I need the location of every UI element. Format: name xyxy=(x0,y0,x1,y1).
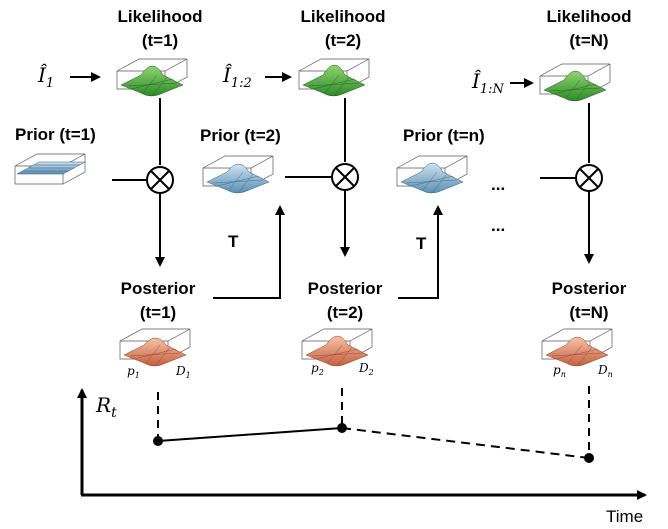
posterior-2-title: Posterior xyxy=(308,279,383,298)
prior-2-surface xyxy=(202,155,274,194)
posterior-1-title: Posterior xyxy=(121,279,196,298)
posterior-n-d: Dn xyxy=(597,363,613,379)
likelihood-1-surface xyxy=(116,58,188,97)
posterior-1-d: D1 xyxy=(175,364,191,380)
posterior-1-time: (t=1) xyxy=(140,303,176,322)
rt-point-1 xyxy=(153,436,163,446)
likelihood-2-title: Likelihood xyxy=(301,7,386,26)
posterior-2-surface xyxy=(301,328,373,367)
x-axis-label: Time xyxy=(606,507,643,526)
prior-n-label: Prior (t=n) xyxy=(403,126,485,145)
rt-point-2 xyxy=(337,423,347,433)
posterior-2-time: (t=2) xyxy=(327,303,363,322)
transition-1-label: T xyxy=(228,232,239,251)
posterior-1-p: p1 xyxy=(127,364,140,380)
multiply-n-icon xyxy=(579,168,599,188)
prior-1-label: Prior (t=1) xyxy=(15,125,96,144)
ellipsis-lower: ... xyxy=(491,216,505,235)
posterior-2-p: p2 xyxy=(311,361,324,377)
posterior-2-d: D2 xyxy=(358,361,374,377)
likelihood-n-surface xyxy=(539,63,611,102)
y-axis-label: Rt xyxy=(95,393,117,421)
posterior-n-p: pn xyxy=(553,363,566,379)
input-2-symbol: Î1:2 xyxy=(222,63,252,91)
prior-n-surface xyxy=(396,155,468,194)
likelihood-n-time: (t=N) xyxy=(569,31,608,50)
likelihood-2-surface xyxy=(298,58,370,97)
multiply-1-icon xyxy=(150,170,170,190)
posterior-n-title: Posterior xyxy=(552,279,627,298)
multiply-2-icon xyxy=(335,167,355,187)
rt-point-n xyxy=(584,453,594,463)
posterior-n-surface xyxy=(541,328,613,367)
input-n-symbol: Î1:N xyxy=(471,69,505,97)
likelihood-n-title: Likelihood xyxy=(547,7,632,26)
rt-dashed-segment xyxy=(341,427,590,459)
rt-solid-segment xyxy=(157,427,343,442)
prior-2-label: Prior (t=2) xyxy=(200,126,281,145)
transition-1-arrow xyxy=(213,205,285,299)
likelihood-1-time: (t=1) xyxy=(142,31,178,50)
posterior-n-time: (t=N) xyxy=(569,303,608,322)
prior-1-surface xyxy=(14,153,86,185)
input-1-symbol: Î1 xyxy=(37,63,54,91)
posterior-1-surface xyxy=(119,328,191,367)
likelihood-2-time: (t=2) xyxy=(325,31,361,50)
transition-2-label: T xyxy=(416,234,427,253)
likelihood-1-title: Likelihood xyxy=(118,7,203,26)
transition-2-arrow xyxy=(398,205,443,299)
ellipsis-upper: ... xyxy=(491,175,505,194)
